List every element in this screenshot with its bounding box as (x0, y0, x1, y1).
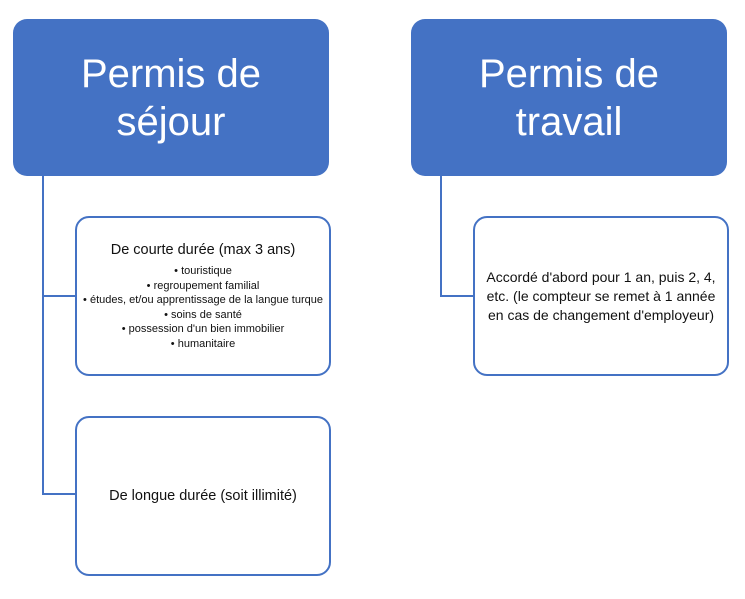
reason-item: possession d'un bien immobilier (83, 322, 323, 337)
connector-right-branch (440, 295, 474, 297)
reason-item: soins de santé (83, 308, 323, 323)
residence-permit-header: Permis de séjour (13, 19, 329, 176)
long-term-title: De longue durée (soit illimité) (109, 487, 297, 504)
reason-item: regroupement familial (83, 279, 323, 294)
connector-left-branch-long-term (42, 493, 76, 495)
short-term-title: De courte durée (max 3 ans) (110, 242, 296, 258)
short-term-permit-box: De courte durée (max 3 ans) touristique … (75, 216, 331, 376)
long-term-permit-box: De longue durée (soit illimité) (75, 416, 331, 576)
reason-item: études, et/ou apprentissage de la langue… (83, 293, 323, 308)
work-permit-title: Permis de travail (478, 51, 660, 144)
residence-permit-title: Permis de séjour (80, 51, 262, 144)
work-permit-detail-text: Accordé d'abord pour 1 an, puis 2, 4, et… (486, 268, 716, 323)
reason-item: touristique (83, 264, 323, 279)
work-permit-detail-box: Accordé d'abord pour 1 an, puis 2, 4, et… (473, 216, 729, 376)
connector-right-vertical (440, 176, 442, 297)
work-permit-header: Permis de travail (411, 19, 727, 176)
connector-left-branch-short-term (42, 295, 76, 297)
short-term-reasons-list: touristique regroupement familial études… (83, 264, 323, 351)
reason-item: humanitaire (83, 337, 323, 352)
connector-left-vertical (42, 176, 44, 495)
